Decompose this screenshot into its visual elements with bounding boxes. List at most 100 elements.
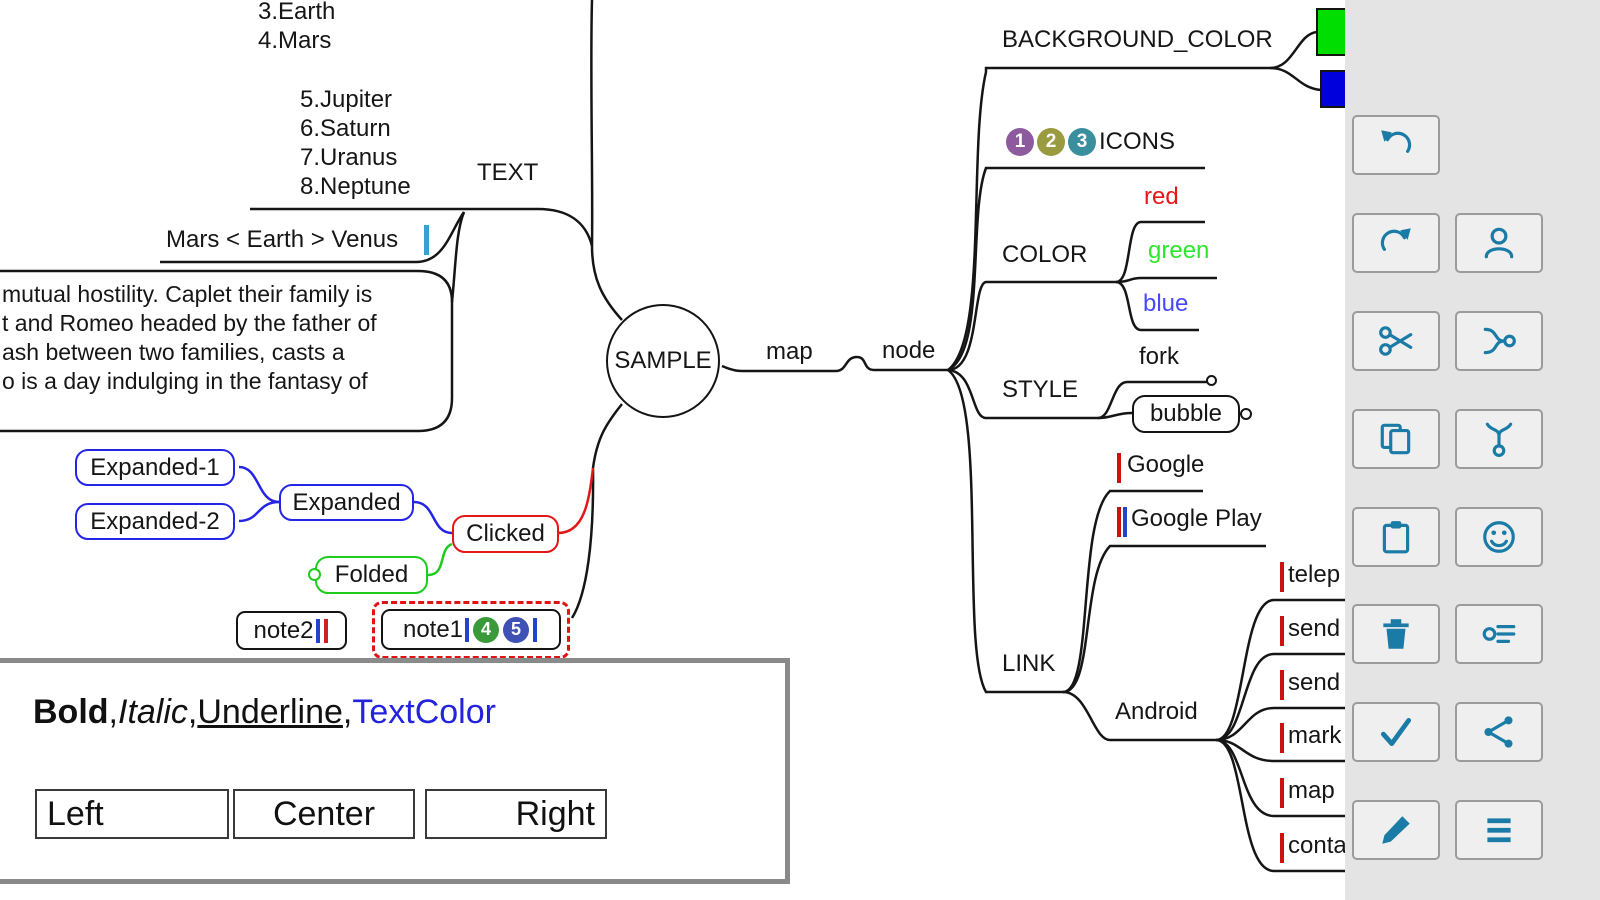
node-map[interactable]: map [766,338,813,365]
fork-end-handle[interactable] [1206,375,1217,386]
link-item[interactable]: mark [1288,722,1342,749]
share-icon [1484,716,1513,748]
smiley-icon [1483,521,1515,553]
node-red[interactable]: red [1144,183,1179,210]
node-android[interactable]: Android [1115,698,1198,725]
node-text[interactable]: TEXT [477,159,539,186]
align-left-label: Left [47,794,104,833]
link-item[interactable]: map [1288,777,1335,804]
node-mars-compare[interactable]: Mars < Earth > Venus [166,226,399,253]
node-expanded[interactable]: Expanded [279,484,414,521]
node-paragraph[interactable]: mutual hostility. Caplet their family is… [2,280,377,396]
link-marker-bar [1280,723,1284,753]
bold-sample: Bold [33,693,109,731]
add-sibling-node-button[interactable] [1455,409,1543,469]
person-icon [1484,227,1514,259]
link-marker-bar [1280,616,1284,646]
label-button[interactable] [1455,604,1543,664]
node-expanded-1[interactable]: Expanded-1 [75,449,235,486]
redo-icon [1380,228,1411,251]
list-item: 6.Saturn [300,115,391,142]
separator: , [342,693,353,731]
link-item[interactable]: telep [1288,561,1341,588]
link-item[interactable]: conta [1288,832,1347,859]
node-folded[interactable]: Folded [315,556,428,594]
undo-button[interactable] [1352,115,1440,175]
paragraph-line: mutual hostility. Caplet their family is [2,281,373,307]
node-link[interactable]: LINK [1002,650,1056,677]
selection-outline [372,601,570,659]
badge-1-icon: 1 [1006,128,1034,156]
node-clicked[interactable]: Clicked [452,515,559,553]
confirm-button[interactable] [1352,702,1440,762]
contact-button[interactable] [1455,213,1543,273]
node-note2[interactable]: note2 [236,611,347,650]
link-marker-bar [1280,833,1284,863]
link-marker-bar [1280,562,1284,592]
emoticon-button[interactable] [1455,507,1543,567]
align-center-label: Center [272,794,376,833]
node-fork[interactable]: fork [1139,343,1180,370]
badge-3-icon: 3 [1068,128,1096,156]
add-sibling-node-icon [1485,422,1513,457]
paragraph-line: t and Romeo headed by the father of [2,310,377,336]
list-item: 3.Earth [258,0,336,25]
redo-button[interactable] [1352,213,1440,273]
check-icon [1380,718,1412,746]
share-button[interactable] [1455,702,1543,762]
link-marker-bar [1280,778,1284,808]
menu-button[interactable] [1455,800,1543,860]
list-item: 5.Jupiter [300,86,393,113]
note-bar-blue [315,618,320,643]
node-blue[interactable]: blue [1143,290,1189,317]
link-marker-bar [1123,507,1127,537]
cut-button[interactable] [1352,311,1440,371]
rich-text-sample: Bold,Italic,Underline,TextColor [33,693,496,732]
paragraph-line: o is a day indulging in the fantasy of [2,368,368,394]
node-expanded-2[interactable]: Expanded-2 [75,503,235,540]
add-child-node-icon [1483,327,1516,355]
node-node[interactable]: node [882,337,936,364]
paste-button[interactable] [1352,507,1440,567]
link-item[interactable]: send [1288,669,1341,696]
toolbar [1345,0,1600,900]
list-item: 8.Neptune [300,173,411,200]
edit-button[interactable] [1352,800,1440,860]
node-bubble[interactable]: bubble [1132,395,1240,433]
root-node-sample[interactable]: SAMPLE [606,304,720,418]
underline-sample: Underline [197,693,343,731]
link-item[interactable]: send [1288,615,1341,642]
align-left-sample: Left [35,789,229,839]
list-item: 7.Uranus [300,144,398,171]
copy-icon [1380,423,1411,455]
align-right-label: Right [515,794,595,833]
separator: , [108,693,118,731]
bubble-end-handle[interactable] [1240,408,1252,420]
list-item: 4.Mars [258,27,332,54]
copy-button[interactable] [1352,409,1440,469]
node-background-color[interactable]: BACKGROUND_COLOR [1002,26,1273,53]
add-child-node-button[interactable] [1455,311,1543,371]
node-planet-list[interactable]: 5.Jupiter 6.Saturn 7.Uranus 8.Neptune [300,85,411,201]
link-marker-bar [1117,453,1121,483]
label-lines-icon [1482,625,1516,643]
badge-5-icon: 5 [503,616,530,643]
node-style[interactable]: STYLE [1002,376,1079,403]
textcolor-sample: TextColor [352,693,496,731]
node-icons[interactable]: 1 2 3 ICONS [1006,128,1175,156]
delete-button[interactable] [1352,604,1440,664]
paragraph-line: ash between two families, casts a [2,339,345,365]
trash-icon [1383,619,1409,649]
node-green[interactable]: green [1148,237,1210,264]
link-marker-bar [1117,507,1121,537]
fold-handle[interactable] [308,568,321,581]
badge-4-icon: 4 [473,616,500,643]
node-color[interactable]: COLOR [1002,241,1088,268]
node-google[interactable]: Google [1127,451,1205,478]
node-earth-mars-list[interactable]: 3.Earth 4.Mars [258,0,335,55]
badge-2-icon: 2 [1037,128,1065,156]
node-note1[interactable]: note1 4 5 [381,609,561,650]
format-preview-panel[interactable]: Bold,Italic,Underline,TextColor Left Cen… [0,658,790,884]
node-google-play[interactable]: Google Play [1131,505,1262,532]
